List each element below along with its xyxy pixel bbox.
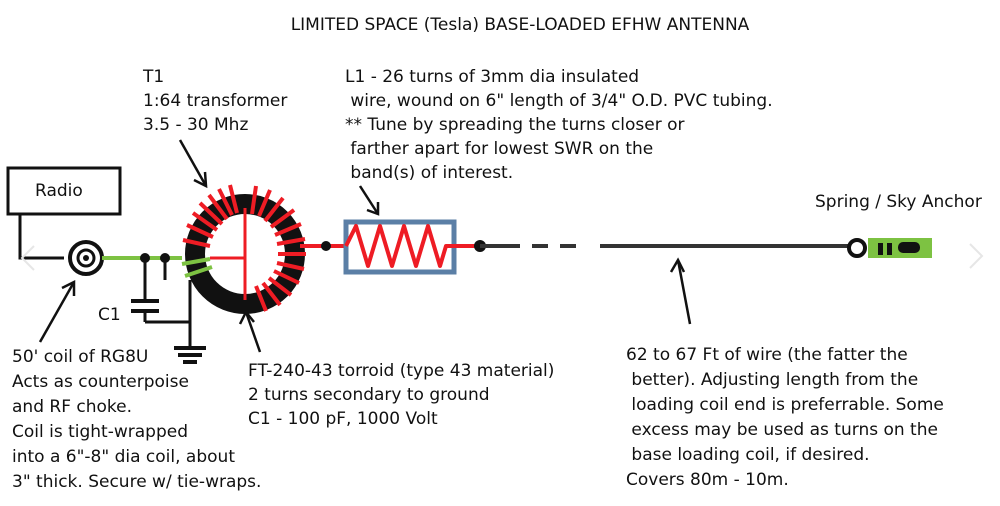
transformer-label: T1 1:64 transformer 3.5 - 30 Mhz: [142, 67, 293, 135]
sky-anchor: [847, 238, 932, 258]
loading-coil-l1: [343, 219, 457, 275]
diagram-title: LIMITED SPACE (Tesla) BASE-LOADED EFHW A…: [291, 15, 750, 35]
toroid-transformer: [181, 184, 306, 314]
toroid-pointer-arrow: [238, 309, 262, 353]
junction-dot: [321, 241, 331, 251]
capacitor-c1: [131, 258, 190, 324]
wire-label: 62 to 67 Ft of wire (the fatter the bett…: [626, 345, 944, 490]
coax-connector: [68, 240, 104, 276]
coil-label: L1 - 26 turns of 3mm dia insulated wire,…: [0, 0, 800, 183]
carousel-prev-icon[interactable]: [20, 245, 35, 271]
capacitor-label: C1: [98, 305, 121, 325]
coax-pointer-arrow: [38, 279, 76, 343]
coax-label: 50' coil of RG8U Acts as counterpoise an…: [12, 347, 261, 492]
transformer-pointer-arrow: [178, 139, 208, 189]
ground-symbol: [163, 258, 206, 364]
carousel-next-icon[interactable]: [969, 243, 984, 269]
coil-pointer-arrow: [358, 185, 380, 216]
toroid-label: FT-240-43 torroid (type 43 material) 2 t…: [248, 361, 560, 429]
anchor-label: Spring / Sky Anchor: [815, 192, 982, 212]
wire-pointer-arrow: [669, 257, 692, 325]
radio-label: Radio: [35, 181, 83, 201]
radio-box: Radio: [6, 166, 122, 260]
